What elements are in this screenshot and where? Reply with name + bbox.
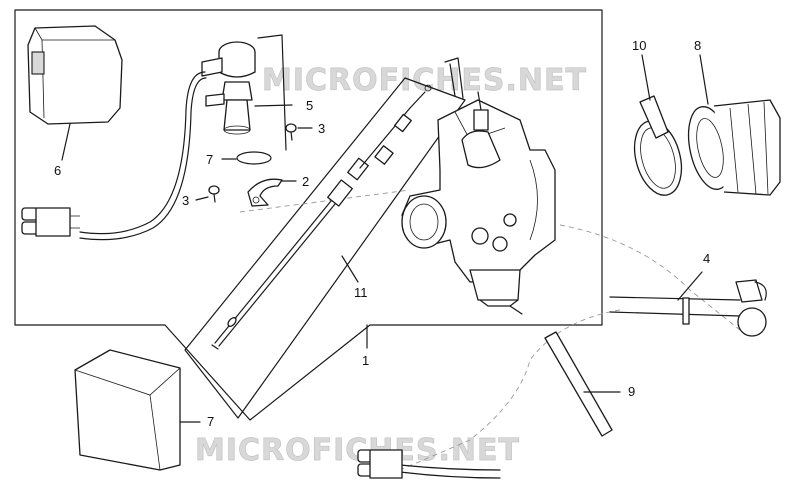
label-11: 11 — [354, 285, 368, 300]
kit-frame — [14, 9, 603, 421]
part-2-bracket — [247, 178, 297, 207]
wire-harness — [21, 71, 207, 241]
label-3-upper: 3 — [318, 121, 325, 136]
part-7-manual — [74, 349, 201, 471]
label-7-upper: 7 — [206, 152, 213, 167]
label-7-lower: 7 — [207, 414, 214, 429]
part-6-coil — [27, 25, 123, 161]
label-10: 10 — [632, 38, 646, 53]
routing-line-c — [399, 309, 621, 471]
label-5: 5 — [306, 98, 313, 113]
watermark-bottom: MICROFICHES.NET — [195, 433, 520, 468]
label-3-lower: 3 — [182, 193, 189, 208]
label-8: 8 — [694, 38, 701, 53]
label-4: 4 — [703, 251, 710, 266]
part-5-solenoid — [201, 34, 293, 151]
part-10-clamp — [633, 54, 683, 196]
watermark-top: MICROFICHES.NET — [262, 63, 587, 98]
part-7-oring — [236, 151, 272, 165]
leader-11 — [341, 255, 359, 283]
part-3-screw-b — [195, 185, 220, 203]
part-4-hose — [609, 271, 767, 337]
routing-line-a — [239, 189, 411, 213]
carburetor — [401, 57, 556, 315]
label-6: 6 — [54, 163, 61, 178]
label-1: 1 — [362, 353, 369, 368]
routing-line-b — [559, 224, 741, 331]
part-9-fuel-hose — [544, 331, 621, 437]
cable-box — [184, 77, 466, 419]
label-9: 9 — [628, 384, 635, 399]
part-11-cable — [211, 84, 432, 350]
bottom-connector — [357, 449, 501, 479]
label-2: 2 — [302, 174, 309, 189]
part-3-screw-a — [285, 123, 313, 141]
part-8-manifold — [687, 54, 781, 196]
